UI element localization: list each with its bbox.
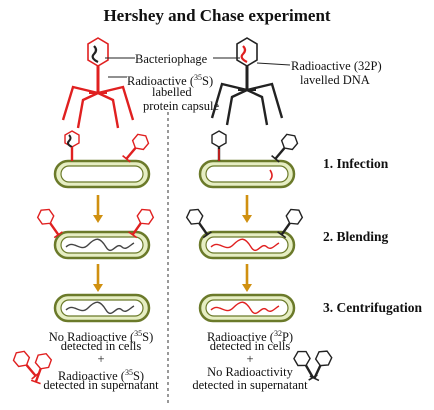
arrow-right-1 [240, 193, 254, 225]
free-phage-left-1 [34, 204, 66, 240]
cell-centrifugation-right [198, 293, 296, 323]
cell-blending-right [198, 230, 296, 260]
phage-attached-right-1 [211, 130, 227, 161]
free-phage-right-2 [274, 204, 306, 240]
free-phage-right-1 [183, 204, 215, 240]
red-phage-large [61, 37, 135, 129]
right-result-line1: Radioactive (32P) [206, 329, 294, 345]
arrow-left-1 [91, 193, 105, 225]
protein-capsule-label-line2: labelled [152, 85, 192, 99]
right-result-line3: No Radioactivity [207, 365, 293, 379]
bacteriophage-label: Bacteriophage [135, 52, 208, 66]
dna-label-line1: Radioactive (32P) [291, 59, 382, 73]
left-result-line2: detected in cells [60, 339, 142, 353]
right-result-line4: detected in supernatant [192, 378, 308, 392]
arrow-left-2 [91, 262, 105, 294]
cell-blending-left [53, 230, 151, 260]
supernatant-phage-right-2 [306, 346, 335, 383]
dna-leader [256, 62, 291, 66]
protein-capsule-label-line3: protein capsule [143, 99, 220, 113]
left-result-line1: No Radioactive (35S) [48, 329, 154, 345]
supernatant-phage-left-2 [28, 350, 54, 386]
step-centrifugation: 3. Centrifugation [323, 300, 422, 315]
arrow-right-2 [240, 262, 254, 294]
left-result-plus: + [97, 352, 105, 366]
phage-attached-left-2 [119, 130, 153, 165]
left-result-line4: detected in supernatant [43, 378, 159, 392]
right-result-plus: + [246, 352, 254, 366]
cell-infection-right [198, 159, 296, 189]
phage-attached-left-1 [64, 130, 80, 161]
right-result-line2: detected in cells [209, 339, 291, 353]
step-infection: 1. Infection [323, 156, 389, 171]
protein-capsule-label-line1: Radioactive (35S) [127, 73, 214, 89]
black-phage-large [210, 37, 284, 126]
step-blending: 2. Blending [323, 229, 389, 244]
diagram-title: Hershey and Chase experiment [103, 6, 331, 25]
cell-infection-left [53, 159, 151, 189]
cell-centrifugation-left [53, 293, 151, 323]
left-result-line3: Radioactive (35S) [57, 368, 145, 384]
dna-label-line2: lavelled DNA [300, 73, 370, 87]
phage-attached-right-2 [268, 130, 302, 165]
